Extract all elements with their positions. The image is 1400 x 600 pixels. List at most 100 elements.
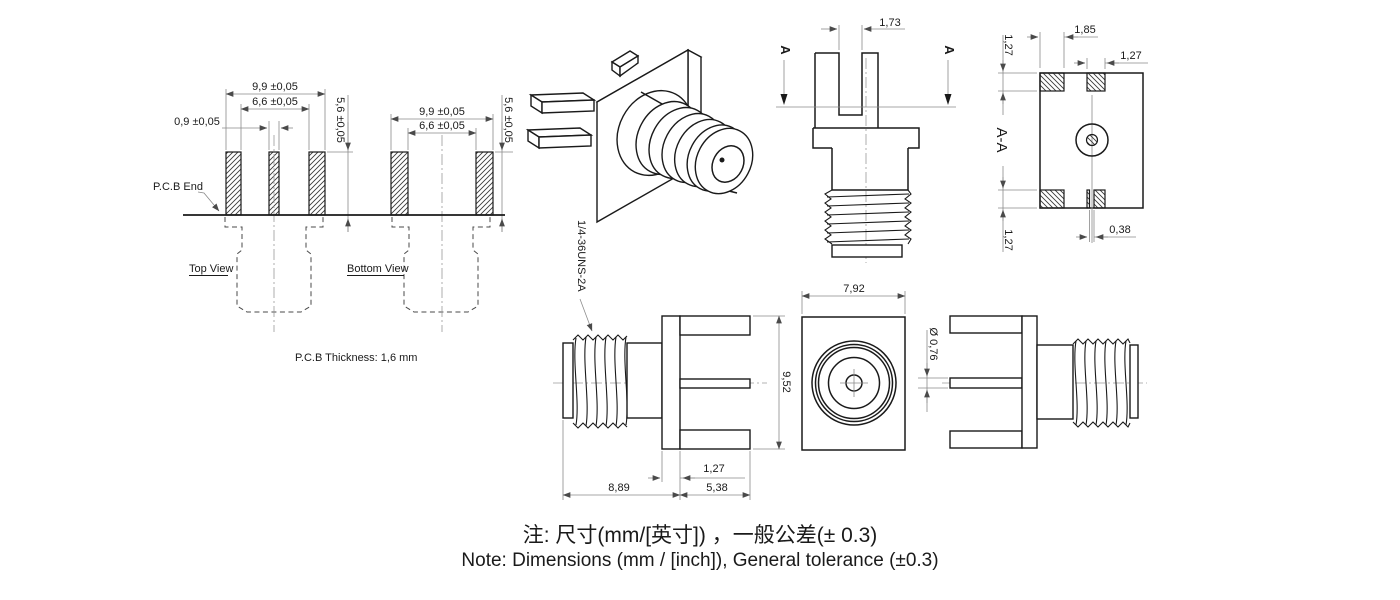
- dim-pad-height-top: 5,6 ±0,05: [327, 95, 353, 232]
- mount-leg: [949, 430, 1023, 449]
- side-view-left: 1/4-36UNS-2A 8,89 5,38 1,27: [553, 220, 767, 500]
- connector-hidden-outline: [391, 217, 491, 313]
- dim-label: Ø 0,76: [927, 327, 939, 360]
- dim-label: 1,73: [879, 17, 900, 29]
- dim-leg-wide: 1,85: [1027, 24, 1098, 68]
- thread-spec-label: 1/4-36UNS-2A: [575, 220, 587, 292]
- threaded-barrel: [616, 89, 754, 195]
- dim-label: 6,6 ±0,05: [419, 120, 465, 132]
- dim-pad-span-top: 9,9 ±0,05: [225, 81, 326, 150]
- dim-pin-diameter: Ø 0,76: [918, 327, 948, 412]
- coupling-ring: [814, 343, 894, 423]
- dielectric-face: [827, 356, 881, 410]
- pcb-thickness-note: P.C.B Thickness: 1,6 mm: [295, 352, 417, 364]
- mount-leg: [528, 92, 597, 115]
- cut-leg: [1039, 189, 1065, 209]
- pcb-pad: [390, 151, 409, 216]
- mount-tab: [610, 50, 640, 78]
- section-marker-a: A: [942, 45, 957, 55]
- section-marker-a: A: [778, 45, 793, 55]
- center-pin-tab: [679, 378, 751, 389]
- dim-pad-inner-bottom: 6,6 ±0,05: [407, 120, 477, 150]
- pcb-bottom-view: 9,9 ±0,05 6,6 ±0,05 5,6 ±0,05 Bottom Vie…: [295, 95, 514, 364]
- section-cut-line: A A: [776, 45, 957, 108]
- dim-pad-span-bottom: 9,9 ±0,05: [390, 106, 494, 150]
- thread-lines: [826, 193, 910, 243]
- front-face-view: 7,92 9,52: [753, 283, 906, 451]
- pcb-top-view: 9,9 ±0,05 6,6 ±0,05 0,9 ±0,05 5,6 ±0,05 …: [153, 81, 353, 332]
- dim-label: 1,27: [1002, 34, 1014, 55]
- dim-flange-thickness: 1,27: [648, 451, 745, 482]
- dim-pin-flat: 0,38: [1076, 210, 1136, 242]
- drawing-notes: 注: 尺寸(mm/[英寸]) ，一般公差(± 0.3) Note: Dimens…: [461, 524, 938, 571]
- dim-label: 0,9 ±0,05: [174, 116, 220, 128]
- dim-label: 9,52: [780, 371, 792, 392]
- note-line-zh: 注: 尺寸(mm/[英寸]) ，一般公差(± 0.3): [523, 524, 878, 547]
- coupling-ring: [817, 346, 891, 420]
- note-line-en: Note: Dimensions (mm / [inch]), General …: [461, 550, 938, 571]
- cut-leg: [1086, 72, 1106, 92]
- pcb-pad: [308, 151, 326, 216]
- dim-leg-height-bottom: 1,27: [998, 166, 1037, 252]
- coupling-end: [562, 342, 574, 419]
- isometric-view: [525, 48, 754, 224]
- dim-slot-width: 1,73: [821, 17, 905, 50]
- dim-label: 0,38: [1109, 224, 1130, 236]
- dim-label: 9,9 ±0,05: [419, 106, 465, 118]
- dim-label: 1,27: [703, 463, 724, 475]
- dim-label: 6,6 ±0,05: [252, 96, 298, 108]
- pcb-end-label: P.C.B End: [153, 181, 203, 193]
- thread-region: [572, 334, 628, 429]
- dim-flange-height: 9,52: [753, 315, 792, 450]
- mount-leg: [949, 315, 1023, 334]
- center-pin: [719, 157, 725, 163]
- coupling-ring: [811, 340, 897, 426]
- center-pin-section: [1085, 133, 1099, 147]
- flange-front: [801, 316, 906, 451]
- body-outline: [812, 52, 920, 258]
- dim-leg-height-top: 1,27: [998, 34, 1037, 115]
- pcb-pad: [475, 151, 494, 216]
- dim-flange-width: 7,92: [801, 283, 906, 314]
- dim-label: 5,38: [706, 482, 727, 494]
- pcb-end-callout: P.C.B End: [153, 181, 220, 212]
- thread-callout: 1/4-36UNS-2A: [575, 220, 593, 332]
- section-label: A-A: [993, 127, 1010, 152]
- section-arrow-icon: [780, 94, 788, 105]
- barrel-end: [831, 244, 903, 258]
- section-arrow-icon: [944, 94, 952, 105]
- dim-center-pad-width: 0,9 ±0,05: [174, 116, 293, 150]
- top-projection-view: 1,73 A A: [776, 17, 957, 263]
- dim-body-length: 8,89 5,38: [562, 420, 751, 500]
- flange: [1021, 315, 1038, 449]
- dim-label: 5,6 ±0,05: [502, 97, 514, 143]
- dim-label: 7,92: [843, 283, 864, 295]
- dielectric-bore: [1075, 123, 1109, 157]
- section-aa-view: 1,85 1,27 1,27 1,27: [993, 24, 1148, 252]
- bottom-view-label: Bottom View: [347, 263, 409, 275]
- thread-region: [1072, 338, 1131, 428]
- center-pin-tab: [949, 377, 1023, 389]
- side-view-right: Ø 0,76: [918, 315, 1147, 449]
- hex-body: [626, 342, 663, 419]
- cut-leg: [1039, 72, 1065, 92]
- dim-label: 8,89: [608, 482, 629, 494]
- dim-pad-inner-top: 6,6 ±0,05: [240, 96, 310, 150]
- thread-edge: [824, 189, 833, 245]
- thread-edge: [904, 189, 912, 245]
- flange: [661, 315, 681, 450]
- dim-label: 1,27: [1002, 229, 1014, 250]
- mount-leg: [679, 315, 751, 336]
- coupling-end: [1129, 344, 1139, 419]
- dim-label: 1,27: [1120, 50, 1141, 62]
- cut-leg: [1093, 189, 1106, 209]
- cut-leg: [1086, 189, 1091, 209]
- hex-body: [1036, 344, 1074, 420]
- dim-leg-narrow: 1,27: [1074, 50, 1148, 69]
- dim-label: 5,6 ±0,05: [334, 97, 346, 143]
- pcb-pad: [225, 151, 242, 216]
- dim-pad-height-bottom: 5,6 ±0,05: [495, 95, 514, 232]
- dim-label: 1,85: [1074, 24, 1095, 36]
- dim-label: 9,9 ±0,05: [252, 81, 298, 93]
